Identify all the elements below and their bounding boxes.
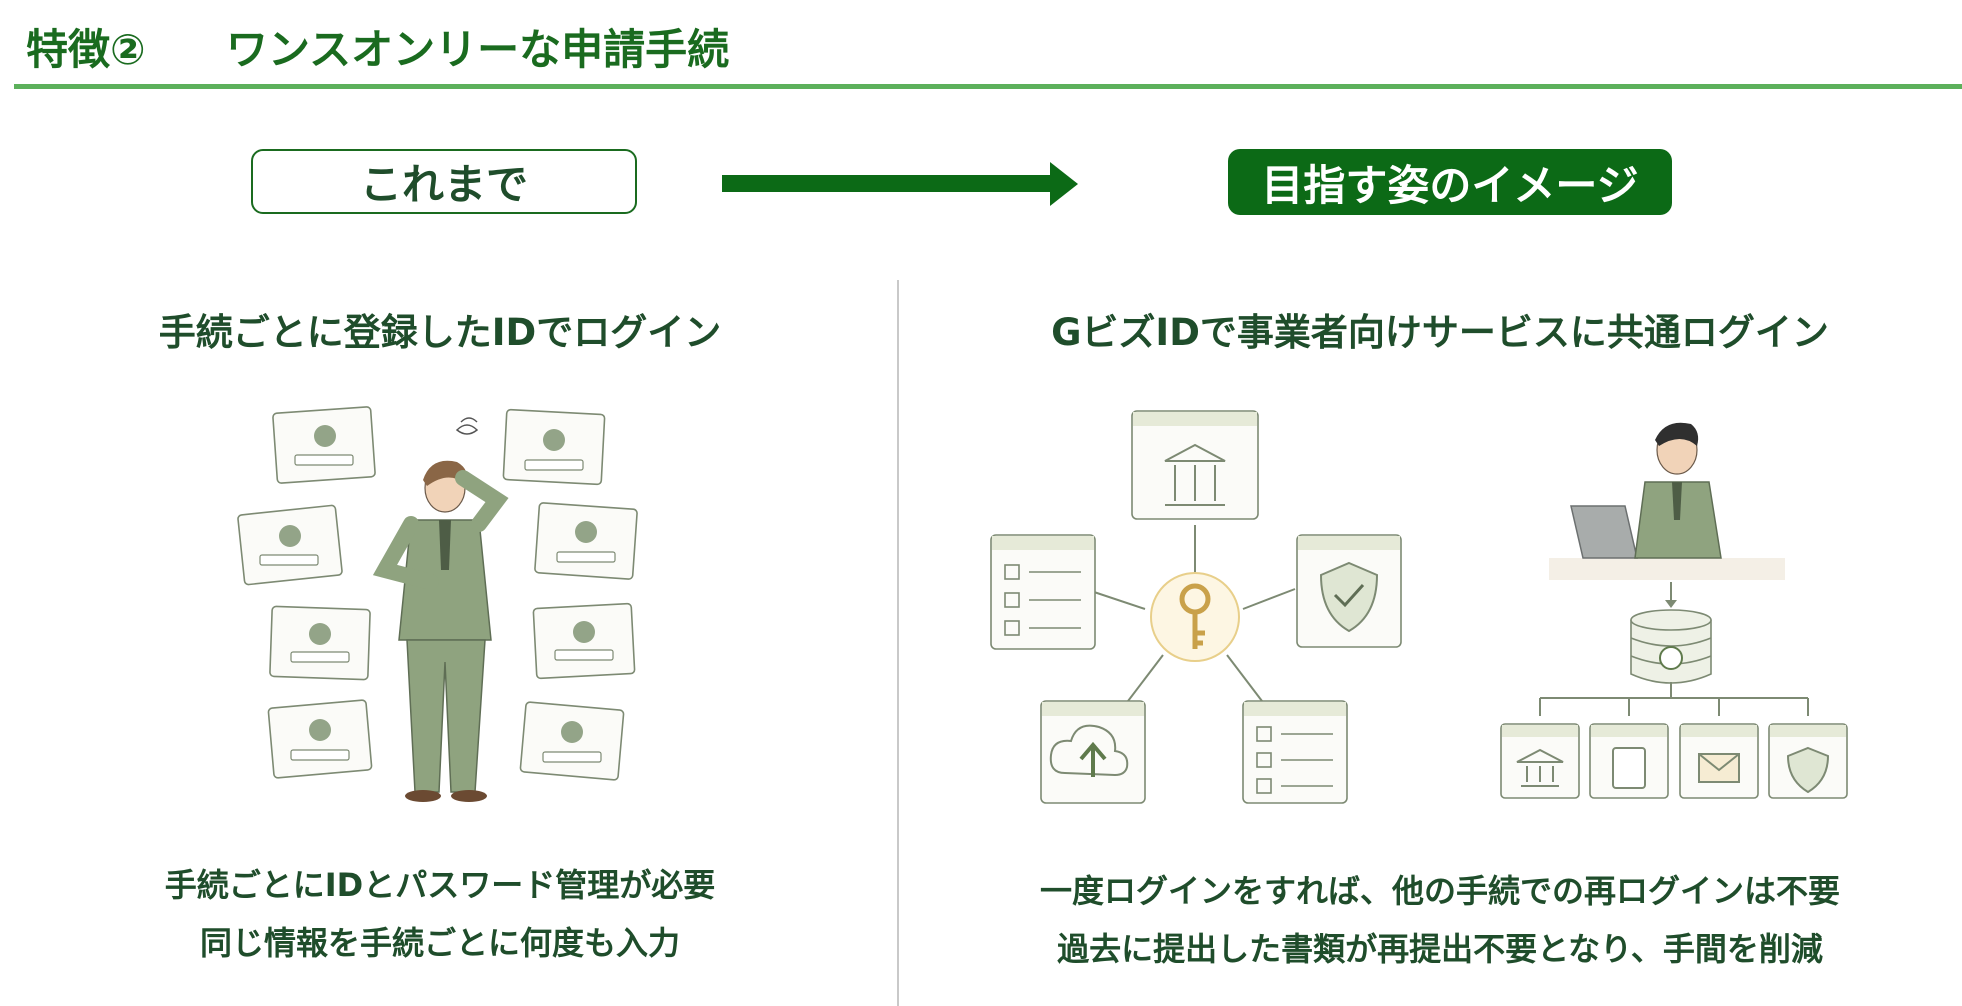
confused-user-illustration bbox=[237, 406, 638, 802]
right-description: 一度ログインをすれば、他の手続での再ログインは不要 過去に提出した書類が再提出不… bbox=[940, 862, 1940, 978]
after-label: 目指す姿のイメージ bbox=[1228, 149, 1672, 215]
shield-icon bbox=[1786, 746, 1830, 794]
center-divider bbox=[897, 280, 899, 1006]
bank-icon bbox=[1516, 748, 1564, 787]
hub-key-illustration bbox=[990, 410, 1402, 804]
header-rule bbox=[14, 84, 1962, 89]
right-heading: GビズIDで事業者向けサービスに共通ログイン bbox=[1051, 311, 1829, 354]
left-description-line: 手続ごとにIDとパスワード管理が必要 bbox=[164, 866, 716, 904]
left-description: 手続ごとにIDとパスワード管理が必要 同じ情報を手続ごとに何度も入力 bbox=[30, 856, 850, 972]
confused-person-figure bbox=[372, 417, 509, 802]
right-arrow-icon bbox=[722, 162, 1078, 206]
bank-building-icon bbox=[1164, 443, 1226, 506]
right-description-line: 一度ログインをすれば、他の手続での再ログインは不要 bbox=[1039, 872, 1840, 910]
business-person-figure bbox=[1634, 422, 1722, 559]
shared-database-illustration bbox=[1500, 422, 1848, 799]
cloud-upload-icon bbox=[1049, 724, 1129, 777]
page-title: ワンスオンリーな申請手続 bbox=[226, 25, 730, 74]
right-description-line: 過去に提出した書類が再提出不要となり、手間を削減 bbox=[1057, 930, 1823, 968]
shield-check-icon bbox=[1319, 561, 1379, 633]
clipboard-icon bbox=[1612, 747, 1646, 789]
feature-label: 特徴② bbox=[26, 25, 146, 74]
left-description-line: 同じ情報を手続ごとに何度も入力 bbox=[199, 924, 680, 962]
browser-window-icon bbox=[990, 410, 1402, 804]
checklist-icon bbox=[1004, 564, 1333, 794]
laptop-icon bbox=[1570, 505, 1638, 559]
left-heading: 手続ごとに登録したIDでログイン bbox=[158, 311, 722, 354]
before-label: これまで bbox=[251, 149, 637, 214]
key-icon bbox=[1179, 583, 1211, 649]
